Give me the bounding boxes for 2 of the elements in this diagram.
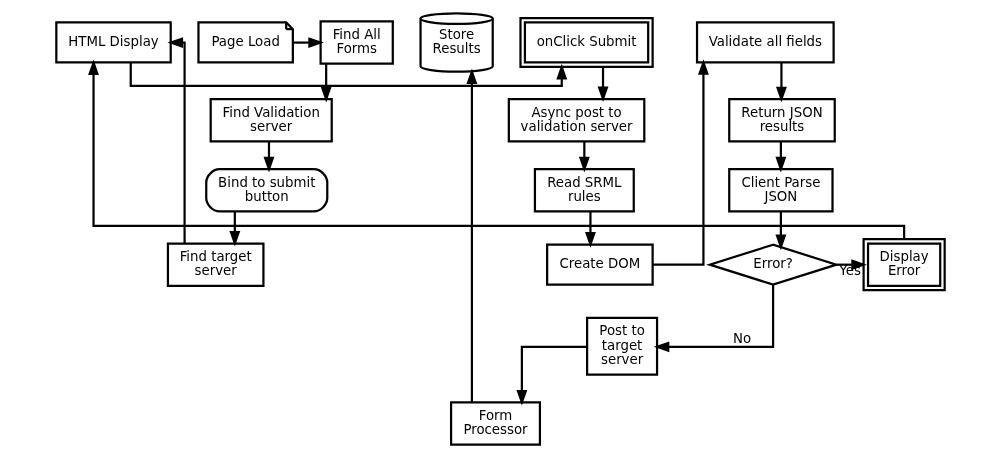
edge-label: No xyxy=(733,330,752,346)
edge-label: Yes xyxy=(839,262,861,278)
